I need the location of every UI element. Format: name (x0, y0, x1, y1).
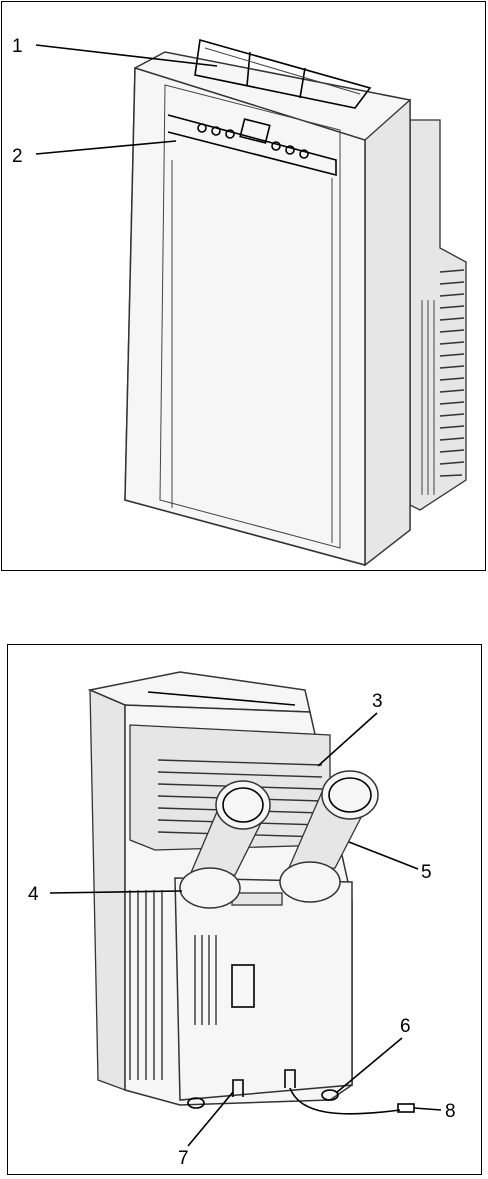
front-air-conditioner (125, 40, 466, 565)
callout-1-label: 1 (12, 36, 23, 57)
callout-6-label: 6 (400, 1016, 411, 1037)
callout-3-label: 3 (372, 691, 383, 712)
callout-7-label: 7 (178, 1148, 189, 1169)
callout-4-label: 4 (28, 884, 39, 905)
callout-5-label: 5 (421, 862, 432, 883)
callout-2-label: 2 (12, 146, 23, 167)
callout-5: 5 (349, 842, 432, 883)
callout-8-label: 8 (445, 1101, 456, 1122)
callout-8: 8 (414, 1101, 456, 1122)
rear-air-conditioner (90, 672, 414, 1114)
